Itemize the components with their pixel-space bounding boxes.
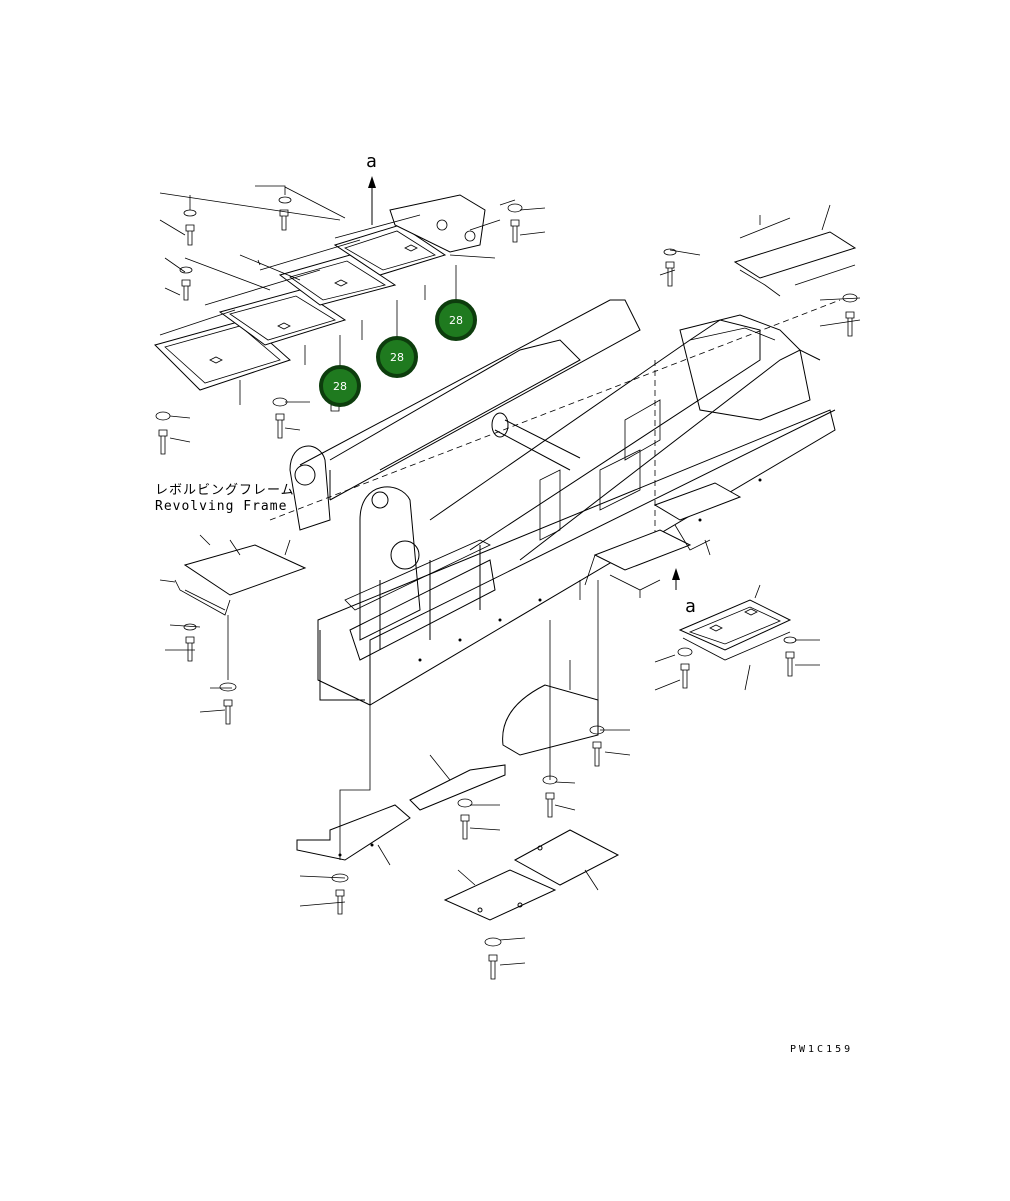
revolving-frame-body — [269, 299, 841, 706]
bolt-17 — [484, 937, 502, 980]
frame-label-english: Revolving Frame — [155, 499, 287, 514]
bolt-8 — [272, 397, 288, 439]
bolt-11 — [677, 647, 693, 689]
bolt-2 — [278, 196, 292, 231]
bolt-10 — [219, 682, 237, 725]
bolt-4 — [507, 203, 523, 243]
bolt-1 — [183, 209, 197, 246]
bolt-15 — [457, 798, 473, 840]
frame-label-japanese: レボルビングフレーム — [155, 483, 295, 498]
right-lower-plates — [579, 482, 792, 691]
callout-2-badge[interactable] — [376, 336, 418, 378]
callout-1-badge[interactable] — [435, 299, 477, 341]
bolt-6 — [842, 293, 858, 337]
callout-1-number: 28 — [449, 314, 463, 327]
bolt-9 — [183, 623, 197, 662]
bolt-5 — [663, 248, 677, 287]
view-arrow-top: a — [366, 151, 377, 225]
bolt-7 — [155, 411, 171, 455]
bolts-and-washers — [155, 196, 861, 980]
callout-3-number: 28 — [333, 380, 347, 393]
bolt-16 — [331, 873, 349, 915]
callout-3-badge[interactable] — [319, 365, 361, 407]
view-arrow-top-label: a — [366, 151, 377, 172]
bolt-12 — [783, 636, 797, 677]
callout-2-number: 28 — [390, 351, 404, 364]
bolt-14 — [542, 775, 558, 818]
frame-label: レボルビングフレーム Revolving Frame — [155, 483, 295, 514]
top-cover-plates — [154, 185, 546, 405]
right-upper-plate — [733, 204, 857, 297]
left-side-plate — [159, 534, 307, 680]
drawing-code: PW1C159 — [790, 1044, 853, 1055]
callout-3[interactable]: 28 — [319, 335, 361, 407]
under-covers — [296, 580, 620, 921]
bolt-3 — [179, 266, 193, 301]
view-arrow-bottom: a — [672, 568, 696, 617]
callout-1[interactable]: 28 — [435, 265, 477, 341]
callout-2[interactable]: 28 — [376, 300, 418, 378]
view-arrow-bottom-label: a — [685, 596, 696, 617]
